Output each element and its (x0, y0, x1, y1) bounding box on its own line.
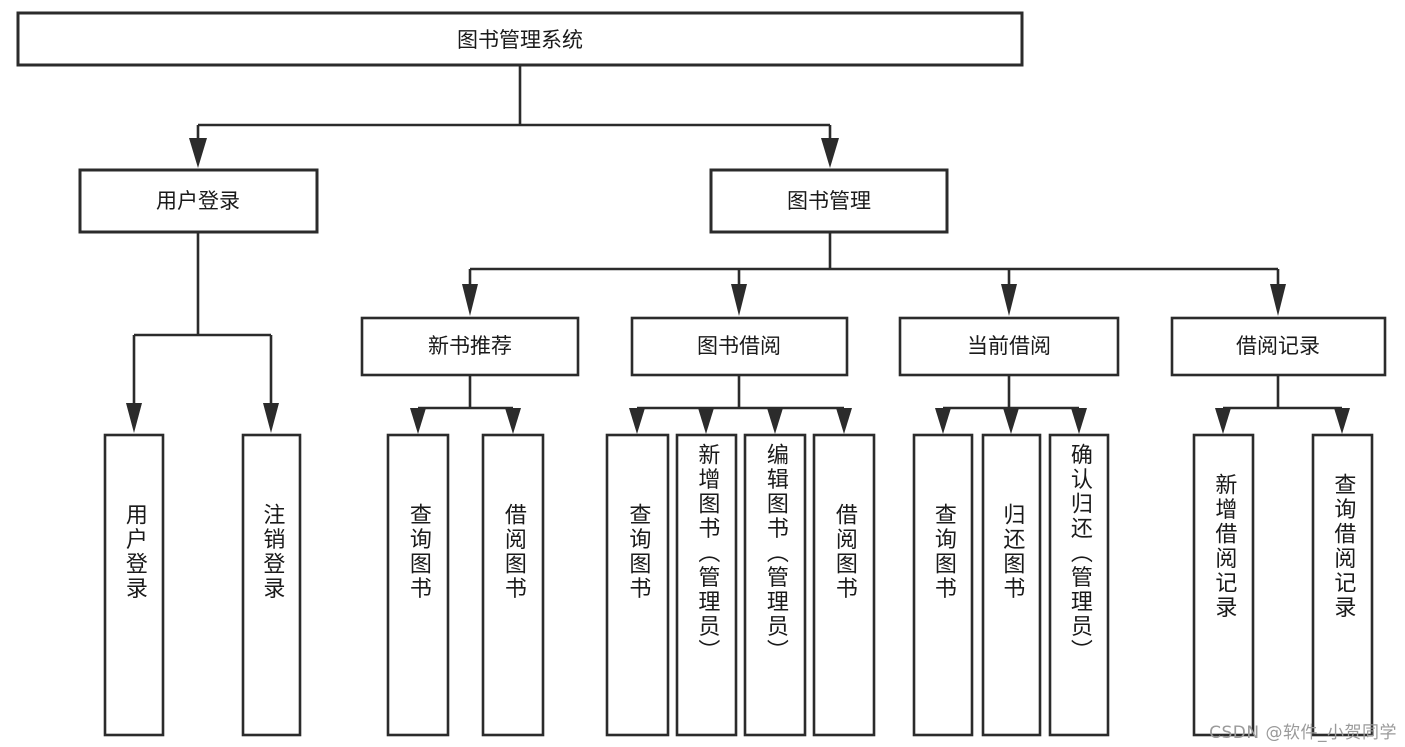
node-borrow-record-label: 借阅记录 (1236, 334, 1320, 358)
node-book-management[interactable]: 图书管理 (709, 168, 949, 234)
leaf-rect-query-book-new[interactable] (386, 433, 450, 737)
arrow-head-icon (189, 138, 207, 168)
connector-group-borrow (629, 375, 852, 434)
node-borrow-record[interactable]: 借阅记录 (1170, 316, 1387, 377)
leaf-rect-add-borrow-record[interactable] (1192, 433, 1255, 737)
leaf-rect-user-login[interactable] (103, 433, 165, 737)
node-current-borrow[interactable]: 当前借阅 (898, 316, 1120, 377)
arrow-head-icon (1001, 284, 1017, 316)
connector-group-record (1215, 375, 1350, 434)
leaf-rect-group (103, 433, 1374, 737)
node-current-borrow-rect[interactable] (898, 316, 1120, 377)
arrow-head-icon (1270, 284, 1286, 316)
node-book-borrow-label: 图书借阅 (697, 334, 781, 358)
node-user-login-label: 用户登录 (156, 189, 240, 213)
node-book-borrow[interactable]: 图书借阅 (630, 316, 849, 377)
arrow-head-icon (821, 138, 839, 168)
leaf-rect-confirm-return-admin[interactable] (1048, 433, 1110, 737)
leaf-rect-add-book-admin[interactable] (675, 433, 738, 737)
arrow-head-icon (698, 408, 714, 434)
leaf-rect-query-borrow-record[interactable] (1311, 433, 1374, 737)
leaf-rect-return-book[interactable] (981, 433, 1042, 737)
arrow-head-icon (767, 408, 783, 434)
node-borrow-record-rect[interactable] (1170, 316, 1387, 377)
node-user-login-rect[interactable] (78, 168, 319, 234)
node-book-management-label: 图书管理 (787, 189, 871, 213)
leaf-rect-edit-book-admin[interactable] (743, 433, 807, 737)
leaf-rect-borrow-book[interactable] (812, 433, 876, 737)
arrow-head-icon (126, 403, 142, 433)
node-new-book-recommend-rect[interactable] (360, 316, 580, 377)
arrow-head-icon (1071, 408, 1087, 434)
connector-group-newbook (410, 375, 521, 434)
arrow-head-icon (935, 408, 951, 434)
arrow-head-icon (462, 284, 478, 316)
leaf-rect-logout[interactable] (241, 433, 302, 737)
node-root[interactable]: 图书管理系统 (16, 11, 1024, 67)
connector-group-root (189, 65, 839, 168)
leaf-rect-query-book-borrow[interactable] (605, 433, 670, 737)
node-book-borrow-rect[interactable] (630, 316, 849, 377)
connector-group-current (935, 375, 1087, 434)
node-current-borrow-label: 当前借阅 (967, 334, 1051, 358)
arrow-head-icon (263, 403, 279, 433)
node-root-label: 图书管理系统 (457, 28, 583, 52)
node-user-login[interactable]: 用户登录 (78, 168, 319, 234)
node-book-management-rect[interactable] (709, 168, 949, 234)
arrow-head-icon (629, 408, 645, 434)
arrow-head-icon (410, 408, 426, 434)
arrow-head-icon (1003, 408, 1019, 434)
csdn-watermark: CSDN @软件_小贺同学 (1209, 723, 1397, 743)
arrow-head-icon (731, 284, 747, 316)
leaf-rect-borrow-book-new[interactable] (481, 433, 545, 737)
arrow-head-icon (1334, 408, 1350, 434)
arrow-head-icon (1215, 408, 1231, 434)
connector-group-bookmgmt (462, 232, 1286, 316)
node-root-rect[interactable] (16, 11, 1024, 67)
connector-group-login (126, 232, 279, 433)
arrow-head-icon (505, 408, 521, 434)
node-new-book-recommend[interactable]: 新书推荐 (360, 316, 580, 377)
arrow-head-icon (836, 408, 852, 434)
node-new-book-recommend-label: 新书推荐 (428, 334, 512, 358)
leaf-rect-query-book-current[interactable] (912, 433, 974, 737)
